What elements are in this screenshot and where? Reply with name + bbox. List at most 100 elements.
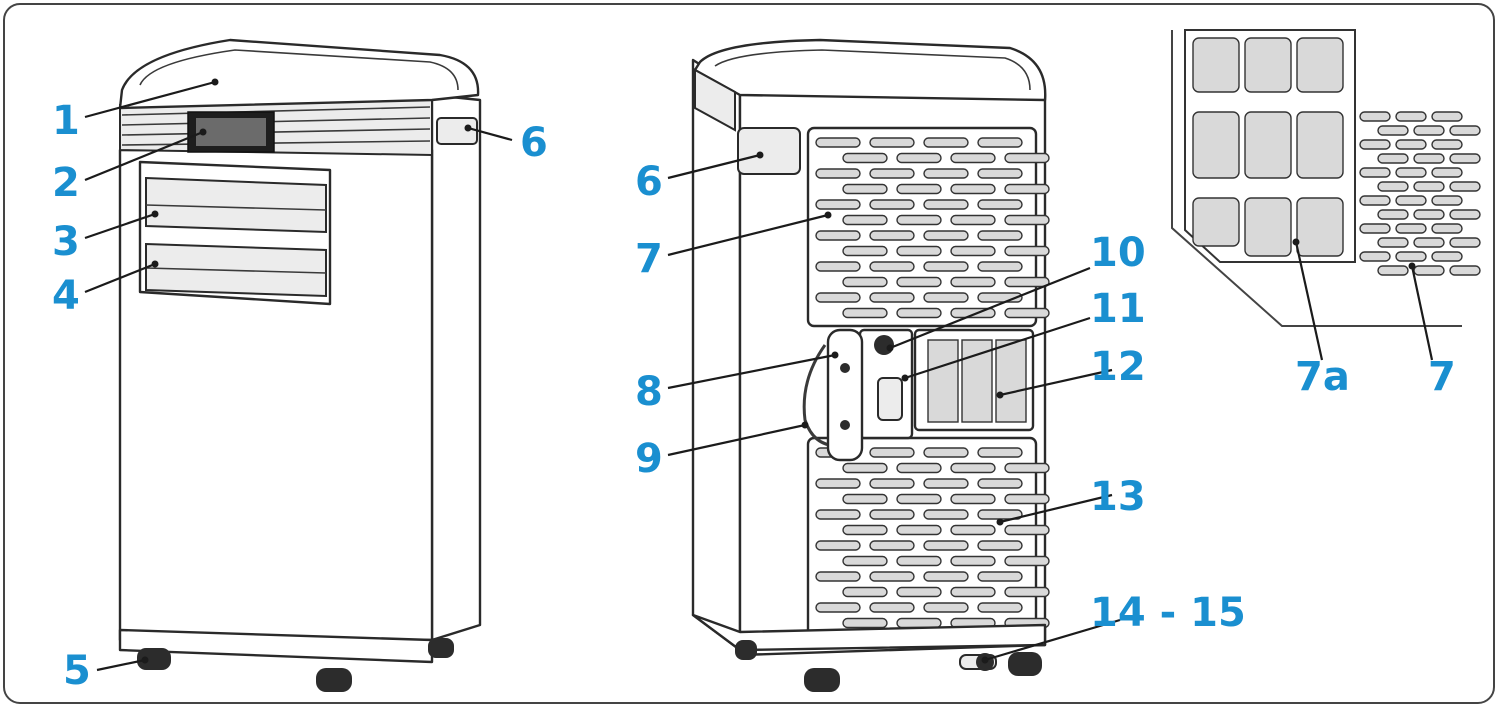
grille-slot (815, 292, 861, 303)
grille-slot (842, 524, 888, 536)
rear-unit-top-lid-inner (714, 49, 1031, 91)
grille-slot (1395, 139, 1427, 150)
grille-slot (1004, 183, 1050, 195)
grille-slot (1004, 555, 1050, 567)
callout-13: 13 (1090, 474, 1146, 520)
grille-slot (1431, 111, 1463, 122)
grille-slot (869, 137, 915, 148)
grille-slot (842, 586, 888, 598)
grille-slot (842, 462, 888, 474)
grille-slot (950, 586, 996, 598)
callout-8: 8 (635, 369, 663, 415)
grille-slot (1377, 153, 1409, 164)
grille-slot (1359, 195, 1391, 206)
front-unit-top-lid-inner (139, 49, 459, 91)
filter-7a-cells (1192, 37, 1344, 257)
grille-slot (1431, 167, 1463, 178)
callout-7-rear: 7 (635, 236, 663, 282)
grille-slot (1377, 181, 1409, 192)
grille-slot (1413, 125, 1445, 136)
callout-2: 2 (52, 160, 80, 206)
grille-slot (1449, 153, 1481, 164)
grille-slot (1431, 223, 1463, 234)
rear-view-unit (691, 38, 1050, 692)
grille-slot (869, 168, 915, 179)
rear-unit-top-lid (693, 38, 1047, 102)
grille-slot (842, 276, 888, 288)
grille-slot (869, 509, 915, 520)
grille-slot (950, 245, 996, 257)
grille-slot (1359, 223, 1391, 234)
grille-slot (842, 307, 888, 319)
grille-slot (1377, 125, 1409, 136)
grille-slot (950, 462, 996, 474)
grille-slot (842, 152, 888, 164)
grille-slot (896, 276, 942, 288)
grille-slot (815, 168, 861, 179)
grille-slot (815, 509, 861, 520)
rear-unit-side-panel (691, 58, 742, 652)
callout-14-15: 14 - 15 (1090, 590, 1246, 636)
control-panel-display (196, 118, 266, 146)
grille-slot (977, 602, 1023, 613)
callout-5: 5 (63, 648, 91, 694)
callout-1: 1 (52, 98, 80, 144)
front-view-unit (118, 38, 482, 692)
grille-slot (815, 230, 861, 241)
grille-slot (923, 168, 969, 179)
grille-slot (869, 230, 915, 241)
grille-slot (815, 540, 861, 551)
grille-slot (950, 183, 996, 195)
grille-slot (842, 183, 888, 195)
grille-slot (977, 261, 1023, 272)
grille-slot (1413, 181, 1445, 192)
grille-slot (842, 617, 888, 629)
callout-4: 4 (52, 273, 80, 319)
grille-slot (923, 199, 969, 210)
callout-11: 11 (1090, 286, 1146, 332)
grille-slot (1004, 586, 1050, 598)
grille-slot (1004, 493, 1050, 505)
grille-slot (869, 447, 915, 458)
callout-12: 12 (1090, 344, 1146, 390)
inset-grille-slots (1359, 111, 1481, 276)
grille-slot (977, 199, 1023, 210)
grille-slot (1004, 245, 1050, 257)
grille-slot (977, 168, 1023, 179)
grille-slot (923, 478, 969, 489)
grille-slot (869, 292, 915, 303)
grille-slot (896, 493, 942, 505)
grille-slot (1413, 153, 1445, 164)
grille-slot (896, 307, 942, 319)
grille-slot (869, 602, 915, 613)
grille-slot (815, 199, 861, 210)
grille-slot (815, 571, 861, 582)
front-unit-side-panel (430, 93, 482, 642)
grille-slot (842, 214, 888, 226)
grille-slot (1449, 125, 1481, 136)
grille-slot (1449, 265, 1481, 276)
grille-slot (896, 462, 942, 474)
grille-slot (1004, 462, 1050, 474)
grille-slot (896, 586, 942, 598)
grille-slot (815, 602, 861, 613)
callout-10: 10 (1090, 230, 1146, 276)
grille-slot (950, 276, 996, 288)
grille-slot (977, 478, 1023, 489)
grille-slot (869, 540, 915, 551)
grille-slot (950, 524, 996, 536)
rear-unit-base (691, 613, 1047, 652)
grille-slot (923, 571, 969, 582)
front-unit-wheels (137, 638, 454, 692)
front-unit-top-lid (118, 38, 480, 110)
grille-slot (977, 137, 1023, 148)
rear-unit-side-vent (694, 68, 736, 132)
grille-slot (1004, 152, 1050, 164)
callout-9: 9 (635, 436, 663, 482)
grille-slot (1377, 237, 1409, 248)
grille-slot (950, 555, 996, 567)
upper-grille-slots (815, 137, 1050, 319)
grille-slot (950, 152, 996, 164)
grille-slot (896, 152, 942, 164)
grille-slot (923, 602, 969, 613)
